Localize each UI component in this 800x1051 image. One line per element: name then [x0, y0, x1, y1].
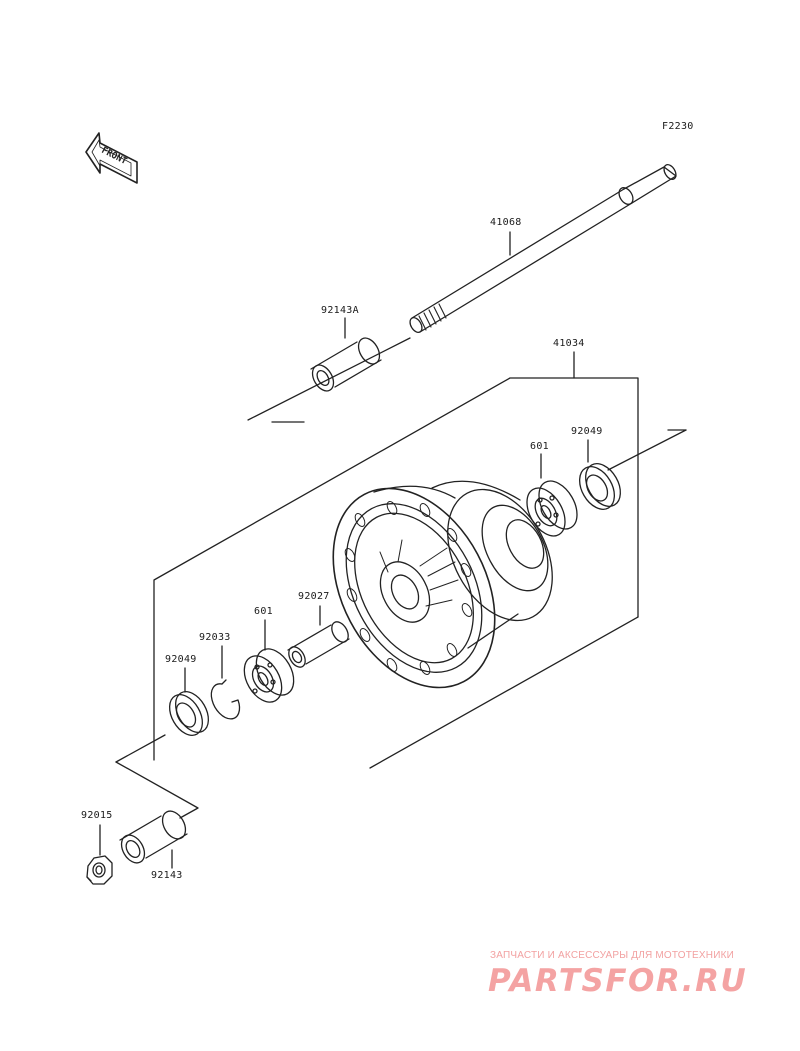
part-label-collar-left[interactable]: 92143: [151, 870, 183, 881]
part-label-hub-assembly[interactable]: 41034: [553, 338, 585, 349]
wheel-hub: [332, 480, 553, 689]
part-label-oil-seal-right[interactable]: 92049: [571, 426, 603, 437]
watermark-logo: PARTSFOR.RU: [488, 963, 748, 999]
part-label-nut[interactable]: 92015: [81, 810, 113, 821]
front-arrow-icon: FRONT: [85, 132, 138, 184]
leader-lines: [99, 231, 589, 869]
part-label-circlip[interactable]: 92033: [199, 632, 231, 643]
part-label-collar-right[interactable]: 92143A: [321, 305, 359, 316]
spacer: [287, 621, 350, 668]
front-arrow-text: FRONT: [100, 146, 129, 167]
collar-left: [119, 810, 188, 864]
part-label-axle[interactable]: 41068: [490, 217, 522, 228]
oil-seal-right: [579, 463, 621, 510]
watermark-subtitle: ЗАПЧАСТИ И АКСЕССУАРЫ ДЛЯ МОТОТЕХНИКИ: [490, 950, 735, 961]
centerlines: [115, 337, 687, 819]
collar-right: [310, 337, 382, 392]
axle-nut: [86, 855, 113, 885]
figure-code: F2230: [662, 121, 694, 132]
axle-shaft: [409, 164, 677, 333]
bearing-right: [526, 480, 578, 537]
assembly-bracket: [153, 377, 639, 761]
oil-seal-left: [168, 691, 210, 736]
part-label-oil-seal-left[interactable]: 92049: [165, 654, 197, 665]
part-label-spacer[interactable]: 92027: [298, 591, 330, 602]
part-label-bearing-left[interactable]: 601: [254, 606, 273, 617]
part-label-bearing-right[interactable]: 601: [530, 441, 549, 452]
bearing-left: [243, 648, 295, 703]
circlip: [210, 679, 241, 720]
